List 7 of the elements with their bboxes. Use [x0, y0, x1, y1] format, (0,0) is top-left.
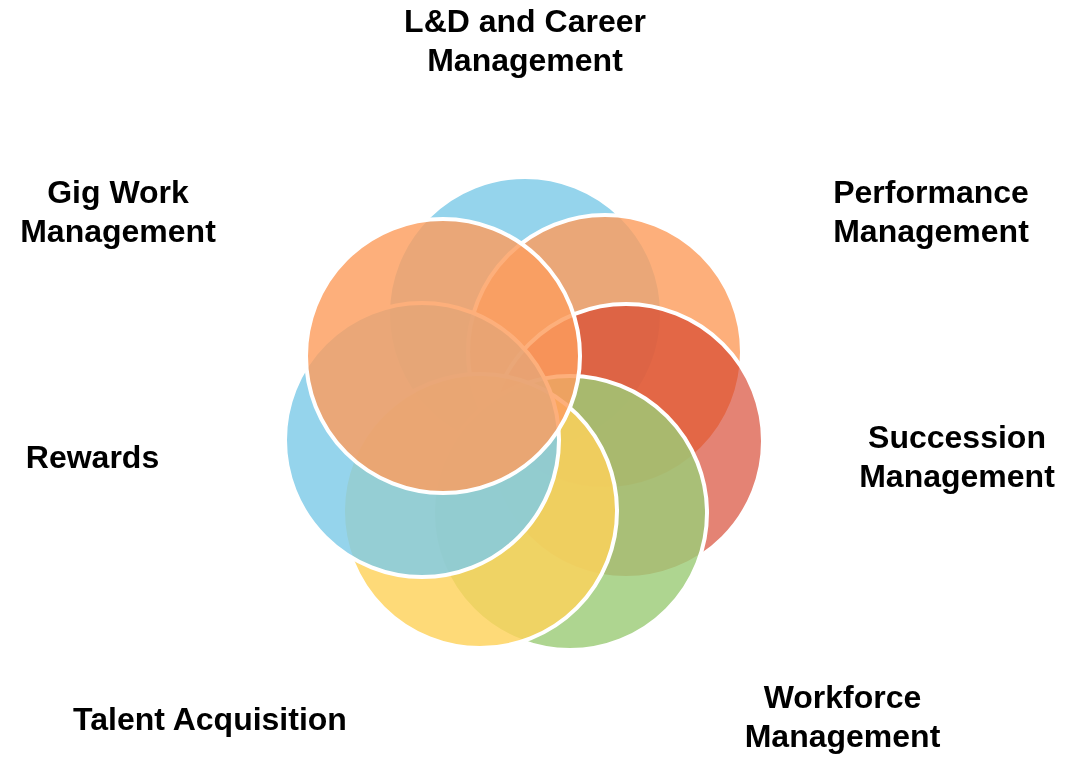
category-label: Gig Work Management — [19, 173, 217, 251]
category-label: Workforce Management — [743, 678, 942, 756]
category-label: Performance Management — [832, 173, 1030, 251]
category-label: Succession Management — [858, 418, 1056, 496]
category-label: L&D and Career Management — [403, 2, 647, 80]
category-label: Rewards — [24, 438, 161, 477]
category-label: Talent Acquisition — [72, 700, 348, 739]
